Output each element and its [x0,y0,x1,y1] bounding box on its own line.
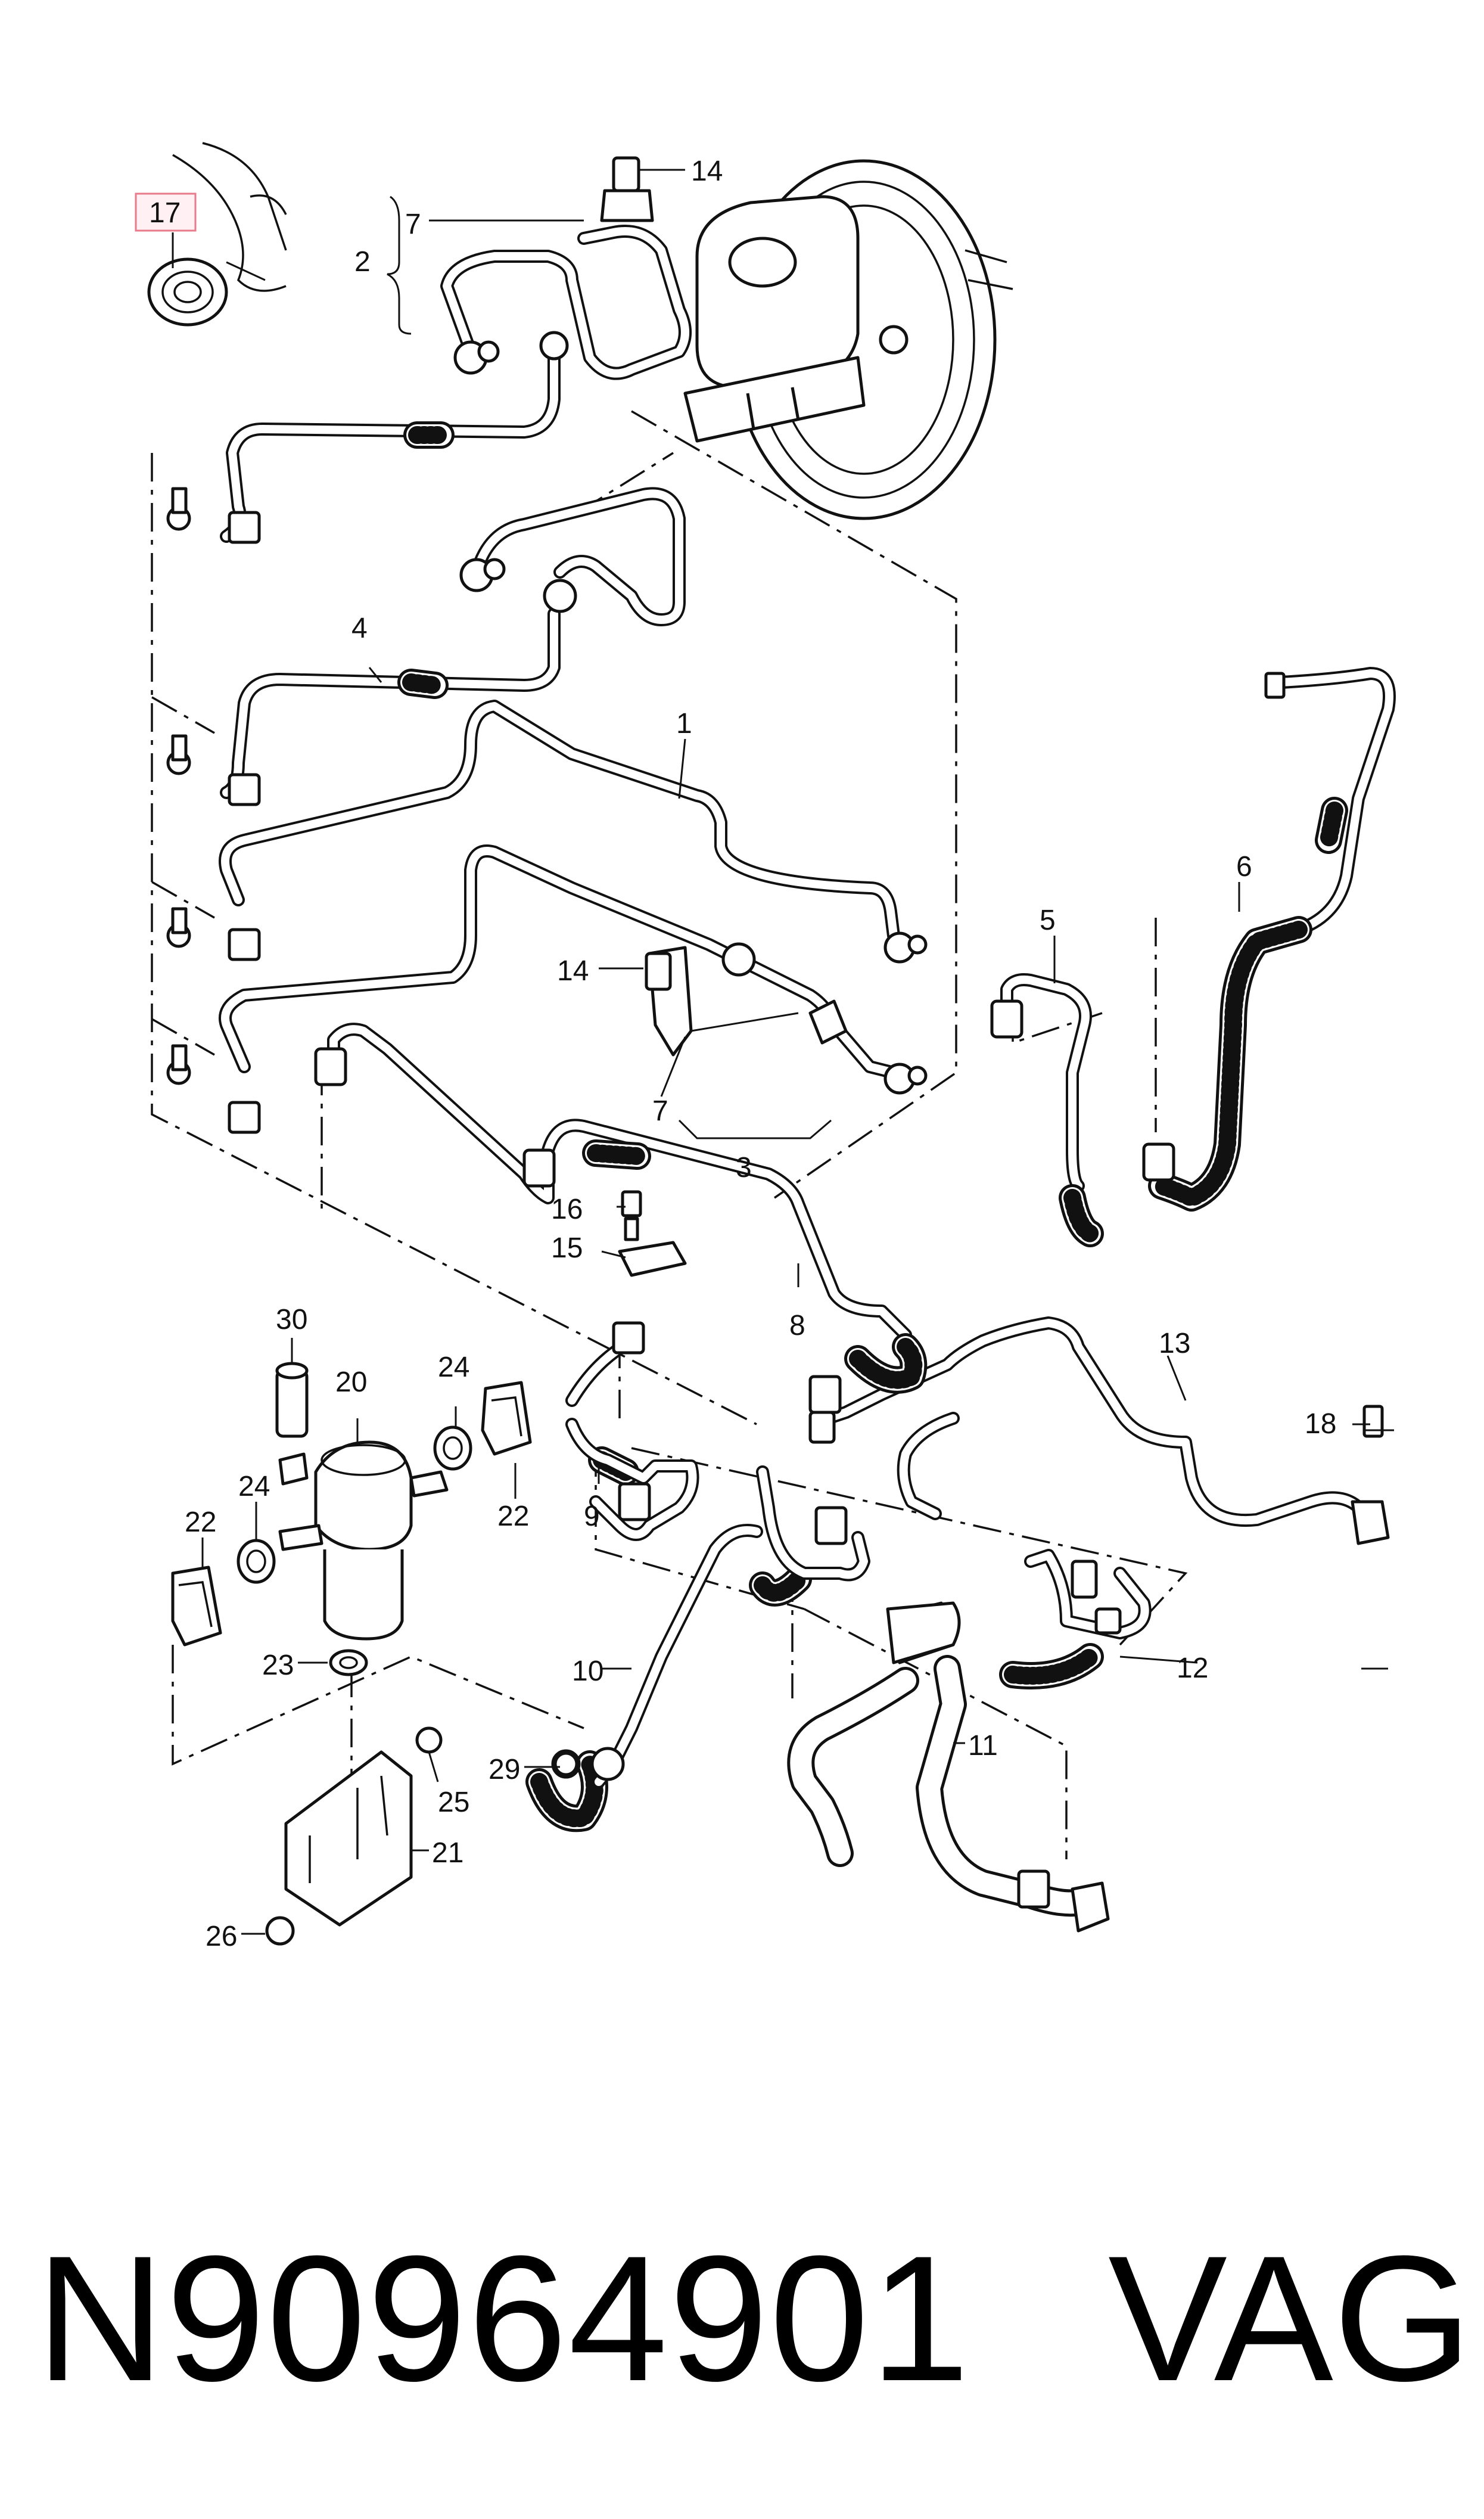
callout-9: 9 [584,1501,600,1532]
brake-line-exploded-diagram: 17 14 7 2 4 1 6 5 14 7 3 16 15 8 13 18 3… [135,142,1396,1952]
holder-22-left [171,1566,222,1647]
callout-30: 30 [276,1304,307,1335]
callout-24-right: 24 [438,1352,469,1383]
callout-29: 29 [489,1754,520,1785]
callout-3: 3 [736,1152,752,1184]
callout-20: 20 [335,1366,367,1398]
callout-21: 21 [432,1837,463,1869]
master-cylinder [683,195,909,443]
grommet-24-left [237,1539,276,1584]
callout-18: 18 [1305,1408,1336,1440]
callout-4: 4 [351,613,368,644]
callout-26: 26 [206,1921,237,1952]
callout-2: 2 [354,246,371,278]
bracket-21 [265,1726,443,1946]
callout-16: 16 [551,1194,583,1225]
callout-23: 23 [262,1650,294,1681]
callout-7-mid: 7 [652,1095,668,1127]
callout-1: 1 [676,708,692,740]
callout-24-left: 24 [238,1471,270,1502]
callout-25: 25 [438,1787,469,1818]
callout-22-left: 22 [185,1507,216,1538]
callout-13: 13 [1159,1328,1190,1359]
grommet-24-right [433,1425,472,1471]
callout-14-mid: 14 [557,955,589,987]
callout-5: 5 [1040,905,1056,936]
callout-6: 6 [1236,851,1252,883]
callout-11: 11 [968,1730,998,1762]
callout-22-right: 22 [497,1501,529,1532]
callout-7-top: 7 [405,209,421,240]
callout-labels: 17 14 7 2 4 1 6 5 14 7 3 16 15 8 13 18 3… [149,156,1336,1952]
callout-15: 15 [551,1232,583,1264]
vacuum-grommet-17 [147,142,287,327]
hose-clamp-29 [553,1751,578,1776]
bracket-15-bolt-16 [618,1190,687,1277]
vacuum-lines [565,1328,1152,1917]
vacuum-check-valve-11 [886,1601,961,1664]
callout-10: 10 [572,1655,603,1687]
holder-22-right [481,1381,532,1456]
brand-label: VAG [1108,2218,1473,2418]
pressure-sensor-14-top [600,156,685,222]
callout-leader-lines [172,195,1394,1935]
callout-14-top: 14 [691,156,723,187]
vacuum-pump-20 [275,1362,449,1676]
part-number-label: N90964901 [36,2218,971,2418]
callout-17: 17 [149,197,181,229]
callout-17-highlight-box [135,192,197,232]
callout-8: 8 [789,1310,805,1341]
callout-12: 12 [1177,1653,1208,1684]
